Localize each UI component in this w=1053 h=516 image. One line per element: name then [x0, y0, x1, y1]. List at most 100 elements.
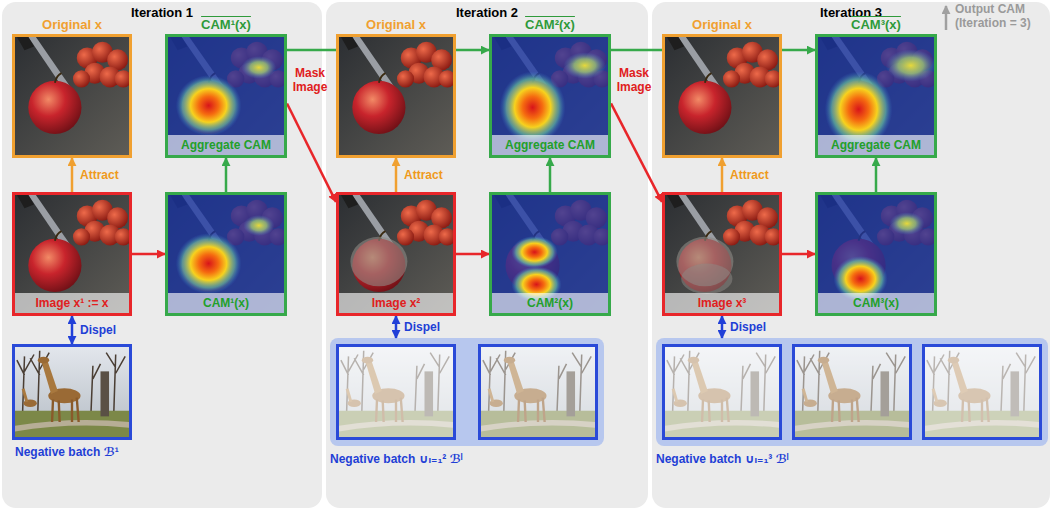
connector-arrow [395, 158, 398, 192]
giraffe-photo [925, 347, 1039, 437]
drawing-part [73, 228, 90, 245]
connector-arrow [225, 158, 228, 192]
drawing-part [241, 56, 276, 79]
drawing-part [55, 231, 62, 241]
edge-label: Mask Image [289, 66, 331, 94]
drawing-part [17, 37, 34, 50]
negative-batch-band: Negative batch ∪ₗ₌₁² ℬˡ [330, 338, 604, 446]
drawing-part [723, 70, 740, 87]
cam-box: CAM¹(x) [165, 192, 287, 316]
cam-heading: CAM¹(x) [156, 17, 296, 32]
drawing-part [28, 81, 81, 134]
iteration-panel: Iteration 2Original xCAM²(x)Aggregate CA… [326, 2, 648, 508]
drawing-part [339, 37, 453, 155]
drawing-part [500, 71, 566, 143]
aggregate-cam-box: CAM³(x)Aggregate CAM [815, 34, 937, 158]
connector-arrow [611, 103, 662, 201]
masked-image-box: Image x¹ := x [12, 192, 132, 316]
panel-background [326, 2, 648, 508]
negative-image [792, 344, 912, 440]
drawing-part [168, 37, 284, 155]
drawing-part [481, 347, 595, 437]
panel-background [652, 2, 1050, 508]
negative-batch-band: Negative batch ∪ₗ₌₁³ ℬˡ [656, 338, 1048, 446]
drawing-part [176, 233, 242, 294]
drawing-part [818, 195, 934, 313]
drawing-part [15, 37, 129, 155]
box-caption: Image x¹ := x [15, 293, 129, 313]
drawing-part [665, 37, 779, 155]
edge-label: Dispel [80, 323, 116, 337]
giraffe-photo [481, 347, 595, 437]
original-image-box: Original x [12, 34, 132, 158]
original-image-box: Original x [662, 34, 782, 158]
drawing-part [15, 195, 129, 313]
aggregate-cam-box: CAM²(x)Aggregate CAM [489, 34, 611, 158]
drawing-part [73, 70, 90, 87]
drawing-part [168, 195, 284, 313]
drawing-part [379, 73, 386, 83]
drawing-part [168, 195, 284, 313]
box-caption: Image x² [339, 293, 453, 313]
batch-caption: Negative batch ℬ¹ [15, 445, 119, 459]
original-image-box: Original x [336, 34, 456, 158]
drawing-part [52, 398, 79, 422]
connector-arrow [875, 158, 878, 192]
drawing-part [341, 37, 358, 50]
connector-arrow [287, 103, 336, 201]
drawing-part [665, 347, 779, 437]
cam-box: CAM²(x) [489, 192, 611, 316]
box-caption: CAM¹(x) [168, 293, 284, 313]
cam-heading: CAM²(x) [480, 17, 620, 32]
drawing-part [765, 228, 779, 245]
photo-illustration [15, 37, 129, 155]
drawing-part [17, 195, 34, 208]
giraffe-photo [339, 347, 453, 437]
drawing-part [22, 388, 29, 402]
masked-image-box: Image x³ [662, 192, 782, 316]
iteration-panel: Iteration 1Original xCAM¹(x)Aggregate CA… [2, 2, 322, 508]
edge-label: Attract [80, 168, 119, 182]
drawing-part [886, 49, 934, 81]
drawing-part [795, 347, 909, 437]
photo-illustration [665, 37, 779, 155]
drawing-part [665, 347, 779, 437]
drawing-part [101, 371, 110, 416]
drawing-part [481, 347, 595, 437]
drawing-part [339, 347, 453, 437]
drawing-part [890, 212, 925, 235]
drawing-part [564, 52, 607, 79]
edge-label: Mask Image [613, 66, 655, 94]
drawing-part [678, 81, 731, 134]
giraffe-photo [795, 347, 909, 437]
drawing-part [492, 37, 608, 155]
connector-arrow [721, 158, 724, 192]
drawing-part [492, 37, 608, 155]
drawing-part [795, 347, 909, 437]
drawing-part [818, 195, 934, 313]
panel-background [2, 2, 322, 508]
connector-arrow [549, 158, 552, 192]
negative-batch-box: Negative batch ℬ¹ [12, 344, 132, 440]
drawing-part [439, 70, 453, 87]
drawing-part [667, 195, 684, 208]
drawing-part [341, 195, 358, 208]
connector-arrow [395, 316, 398, 338]
drawing-part [492, 195, 608, 313]
drawing-part [665, 195, 779, 313]
negative-image [662, 344, 782, 440]
drawing-part [176, 75, 242, 136]
drawing-part [925, 347, 1039, 437]
cam-box: CAM³(x) [815, 192, 937, 316]
iteration-panel: Iteration 3Original xCAM³(x)Aggregate CA… [652, 2, 1050, 508]
drawing-part [115, 228, 129, 245]
drawing-part [723, 228, 740, 245]
image-heading: Original x [3, 17, 141, 32]
connector-arrow [782, 253, 815, 256]
connector-arrow [71, 316, 74, 344]
edge-label: Dispel [730, 320, 766, 334]
drawing-part [492, 195, 608, 313]
drawing-part [397, 228, 414, 245]
output-arrow [945, 6, 948, 30]
box-caption: CAM³(x) [818, 293, 934, 313]
